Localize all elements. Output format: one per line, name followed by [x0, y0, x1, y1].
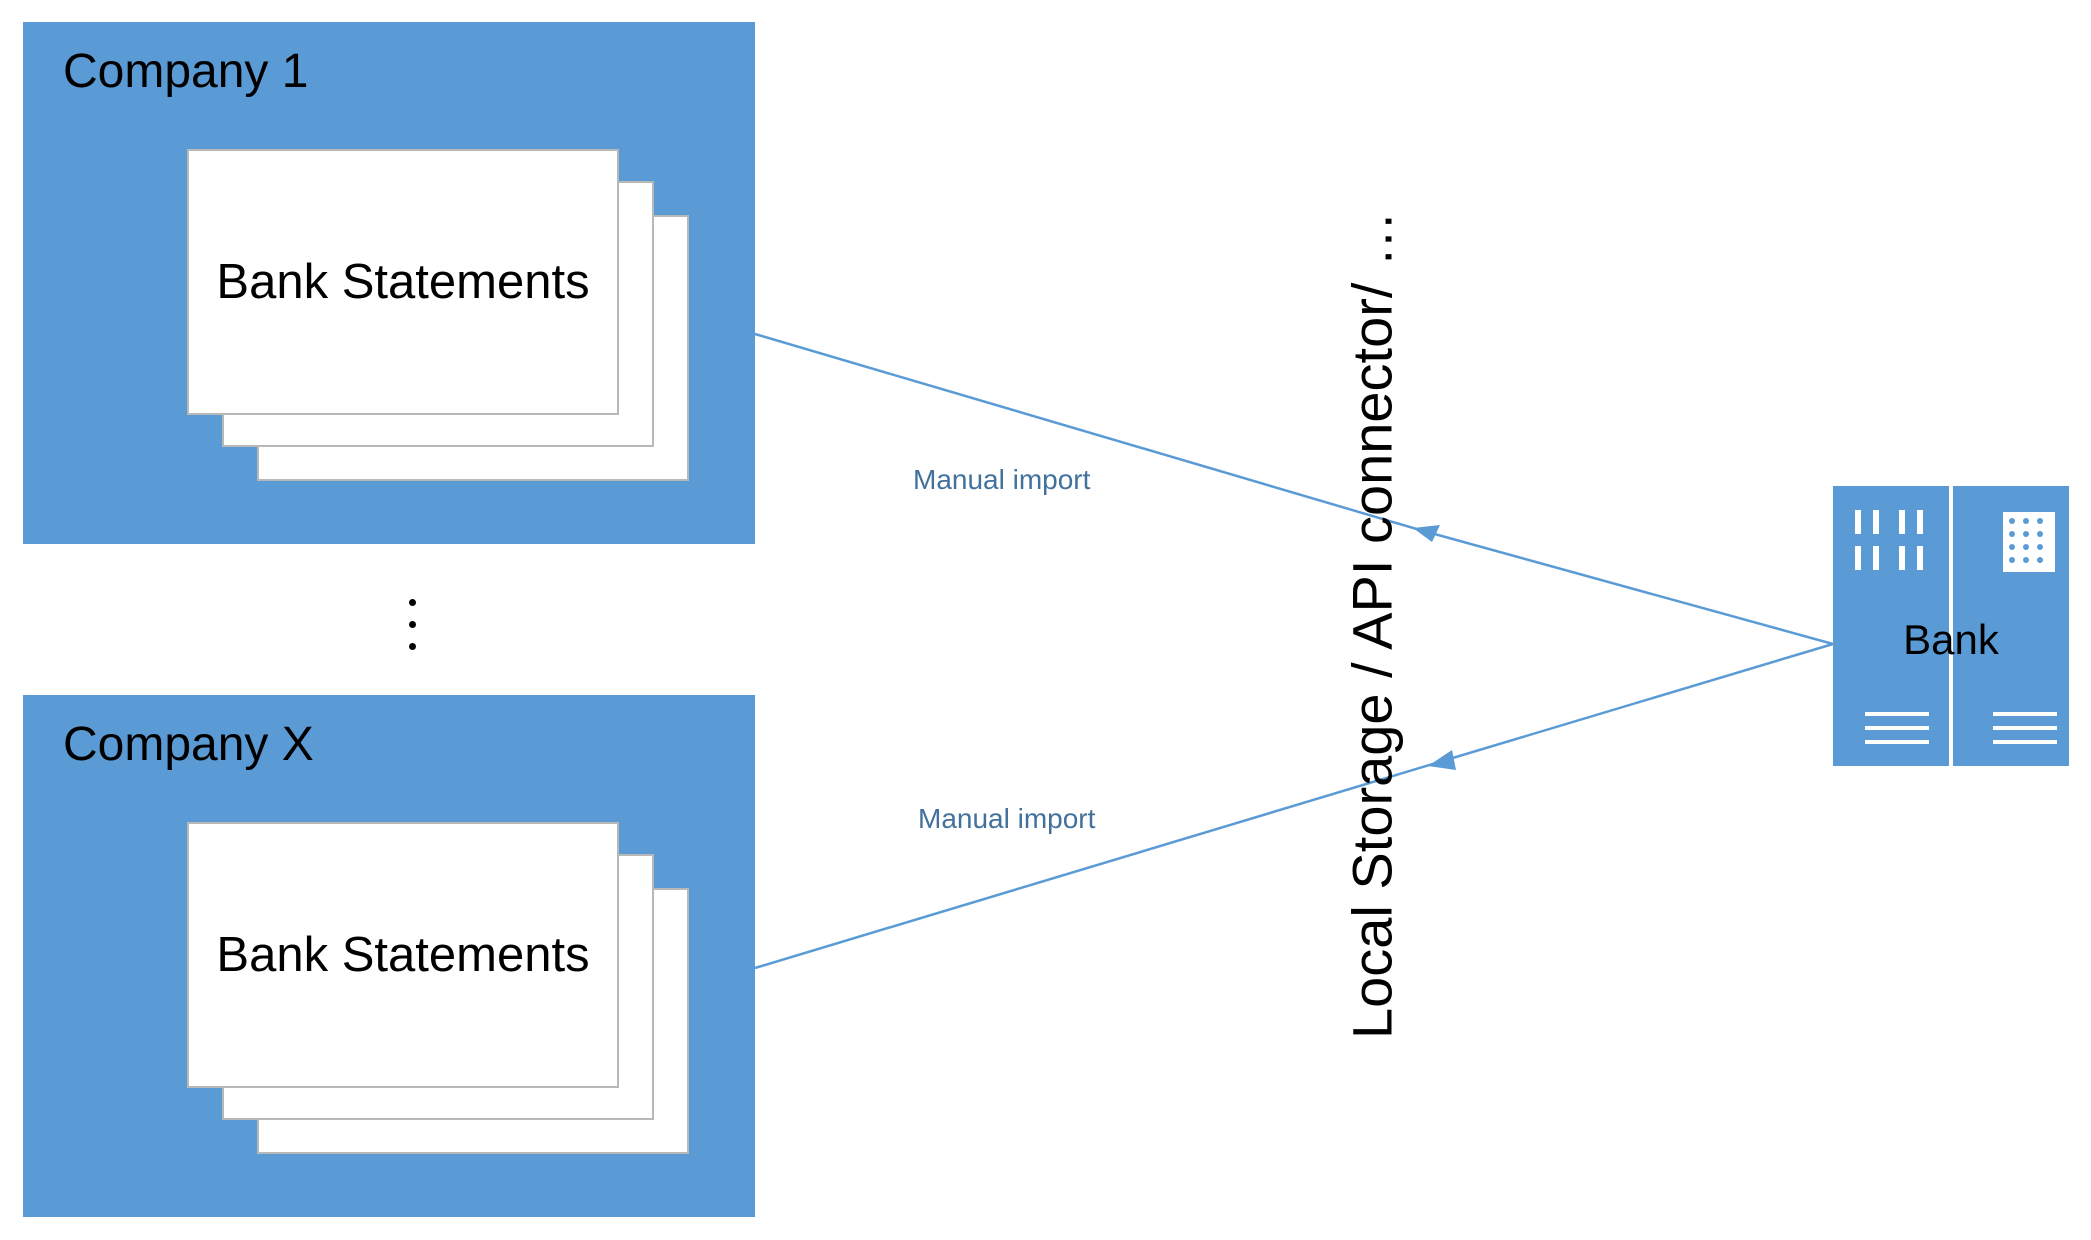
bank-statements-label-1: Bank Statements — [216, 255, 590, 309]
company-x-box: Company X Bank Statements — [23, 695, 755, 1217]
vertical-ellipsis-icon — [403, 595, 423, 655]
bank-server: Bank — [1833, 486, 2069, 766]
import-arrow-2 — [689, 642, 1834, 989]
bank-statements-label-x: Bank Statements — [216, 928, 590, 982]
manual-import-label-1: Manual import — [913, 464, 1091, 495]
company-1-box: Company 1 Bank Statements — [23, 22, 755, 544]
document-sheet-front: Bank Statements — [187, 149, 619, 415]
import-arrow-1 — [689, 314, 1834, 646]
server-icon-right — [1953, 486, 2069, 766]
company-1-title: Company 1 — [63, 45, 309, 98]
document-sheet-front: Bank Statements — [187, 822, 619, 1088]
company-x-title: Company X — [63, 718, 314, 771]
server-lines-icon-right — [1993, 712, 2057, 746]
manual-import-label-2: Manual import — [918, 803, 1096, 834]
server-grid-icon — [2003, 512, 2055, 572]
local-storage-api-connector-label: Local Storage / API connector/ … — [1340, 210, 1404, 1040]
server-lines-icon-left — [1865, 712, 1929, 746]
server-vents-icon — [1855, 510, 1927, 572]
bank-statements-stack-1: Bank Statements — [187, 149, 689, 483]
bank-label: Bank — [1903, 616, 1999, 663]
arrowhead-icon — [1413, 525, 1440, 542]
bank-statements-stack-x: Bank Statements — [187, 822, 689, 1156]
server-icon-left — [1833, 486, 1949, 766]
arrowhead-faint-icon — [689, 314, 720, 334]
